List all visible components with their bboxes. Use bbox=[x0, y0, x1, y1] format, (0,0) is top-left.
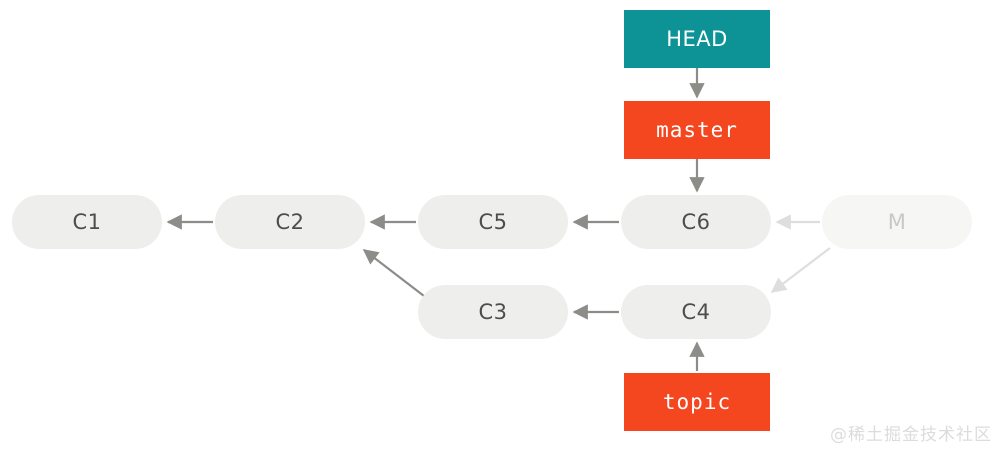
branch-label: master bbox=[656, 118, 738, 142]
commit-node-c1[interactable]: C1 bbox=[12, 195, 162, 249]
commit-label: C5 bbox=[478, 210, 508, 234]
commit-node-c6[interactable]: C6 bbox=[621, 195, 771, 249]
branch-box-master[interactable]: master bbox=[624, 101, 770, 159]
commit-node-m[interactable]: M bbox=[822, 195, 972, 249]
commit-node-c4[interactable]: C4 bbox=[621, 285, 771, 339]
branch-label: topic bbox=[662, 390, 732, 414]
commit-label: C3 bbox=[478, 300, 508, 324]
head-pointer-label: HEAD bbox=[666, 27, 728, 51]
watermark: @稀土掘金技术社区 bbox=[830, 425, 992, 445]
head-pointer-box[interactable]: HEAD bbox=[624, 10, 770, 68]
commit-label: C6 bbox=[681, 210, 711, 234]
commit-node-c5[interactable]: C5 bbox=[418, 195, 568, 249]
commit-label: M bbox=[887, 210, 907, 234]
commit-label: C4 bbox=[681, 300, 711, 324]
edge-c3-to-c2 bbox=[362, 249, 425, 297]
commit-node-c2[interactable]: C2 bbox=[215, 195, 365, 249]
branch-box-topic[interactable]: topic bbox=[624, 373, 770, 431]
commit-label: C1 bbox=[72, 210, 102, 234]
commit-label: C2 bbox=[275, 210, 305, 234]
commit-node-c3[interactable]: C3 bbox=[418, 285, 568, 339]
edge-m-to-c4 bbox=[770, 247, 831, 293]
